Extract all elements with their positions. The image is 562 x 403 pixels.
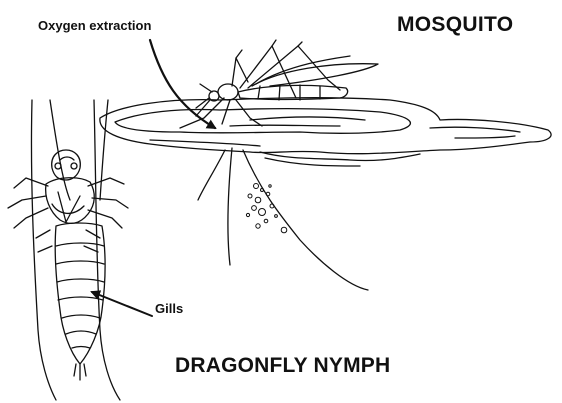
mosquito-drawing [180,40,378,128]
gills-arrow [92,292,152,316]
mosquito-label: MOSQUITO [397,14,513,35]
oxygen-arrow [150,40,215,128]
dragonfly-nymph-label: DRAGONFLY NYMPH [175,355,390,376]
water-surface [100,98,551,290]
oxygen-extraction-label: Oxygen extraction [38,19,151,32]
reed-stem [31,100,120,400]
gills-label: Gills [155,302,183,315]
dragonfly-nymph-drawing [8,150,128,380]
bubbles [246,184,286,233]
